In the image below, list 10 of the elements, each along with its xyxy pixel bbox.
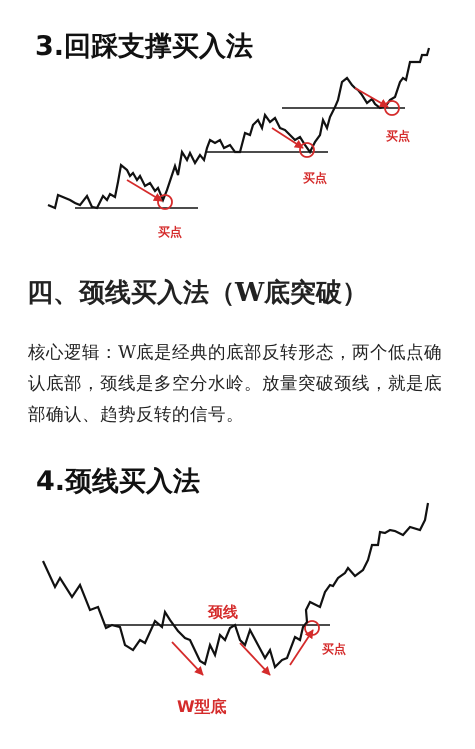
buy-point-label: 买点 <box>158 226 182 240</box>
buy-point-label: 买点 <box>386 130 410 144</box>
section-heading: 四、颈线买入法（W底突破） <box>27 279 368 309</box>
pattern-label: W型底 <box>177 698 227 716</box>
section-heading: 4.颈线买入法 <box>36 466 200 498</box>
buy-point-label: 买点 <box>322 643 346 657</box>
body-paragraph: 核心逻辑：W底是经典的底部反转形态，两个低点确认底部，颈线是多空分水岭。放量突破颈线，就是底部确认、趋势反转的信号。 <box>28 342 443 427</box>
neckline-label: 颈线 <box>208 604 238 622</box>
section-heading: 3.回踩支撑买入法 <box>35 31 254 62</box>
buy-point-label: 买点 <box>303 172 327 186</box>
